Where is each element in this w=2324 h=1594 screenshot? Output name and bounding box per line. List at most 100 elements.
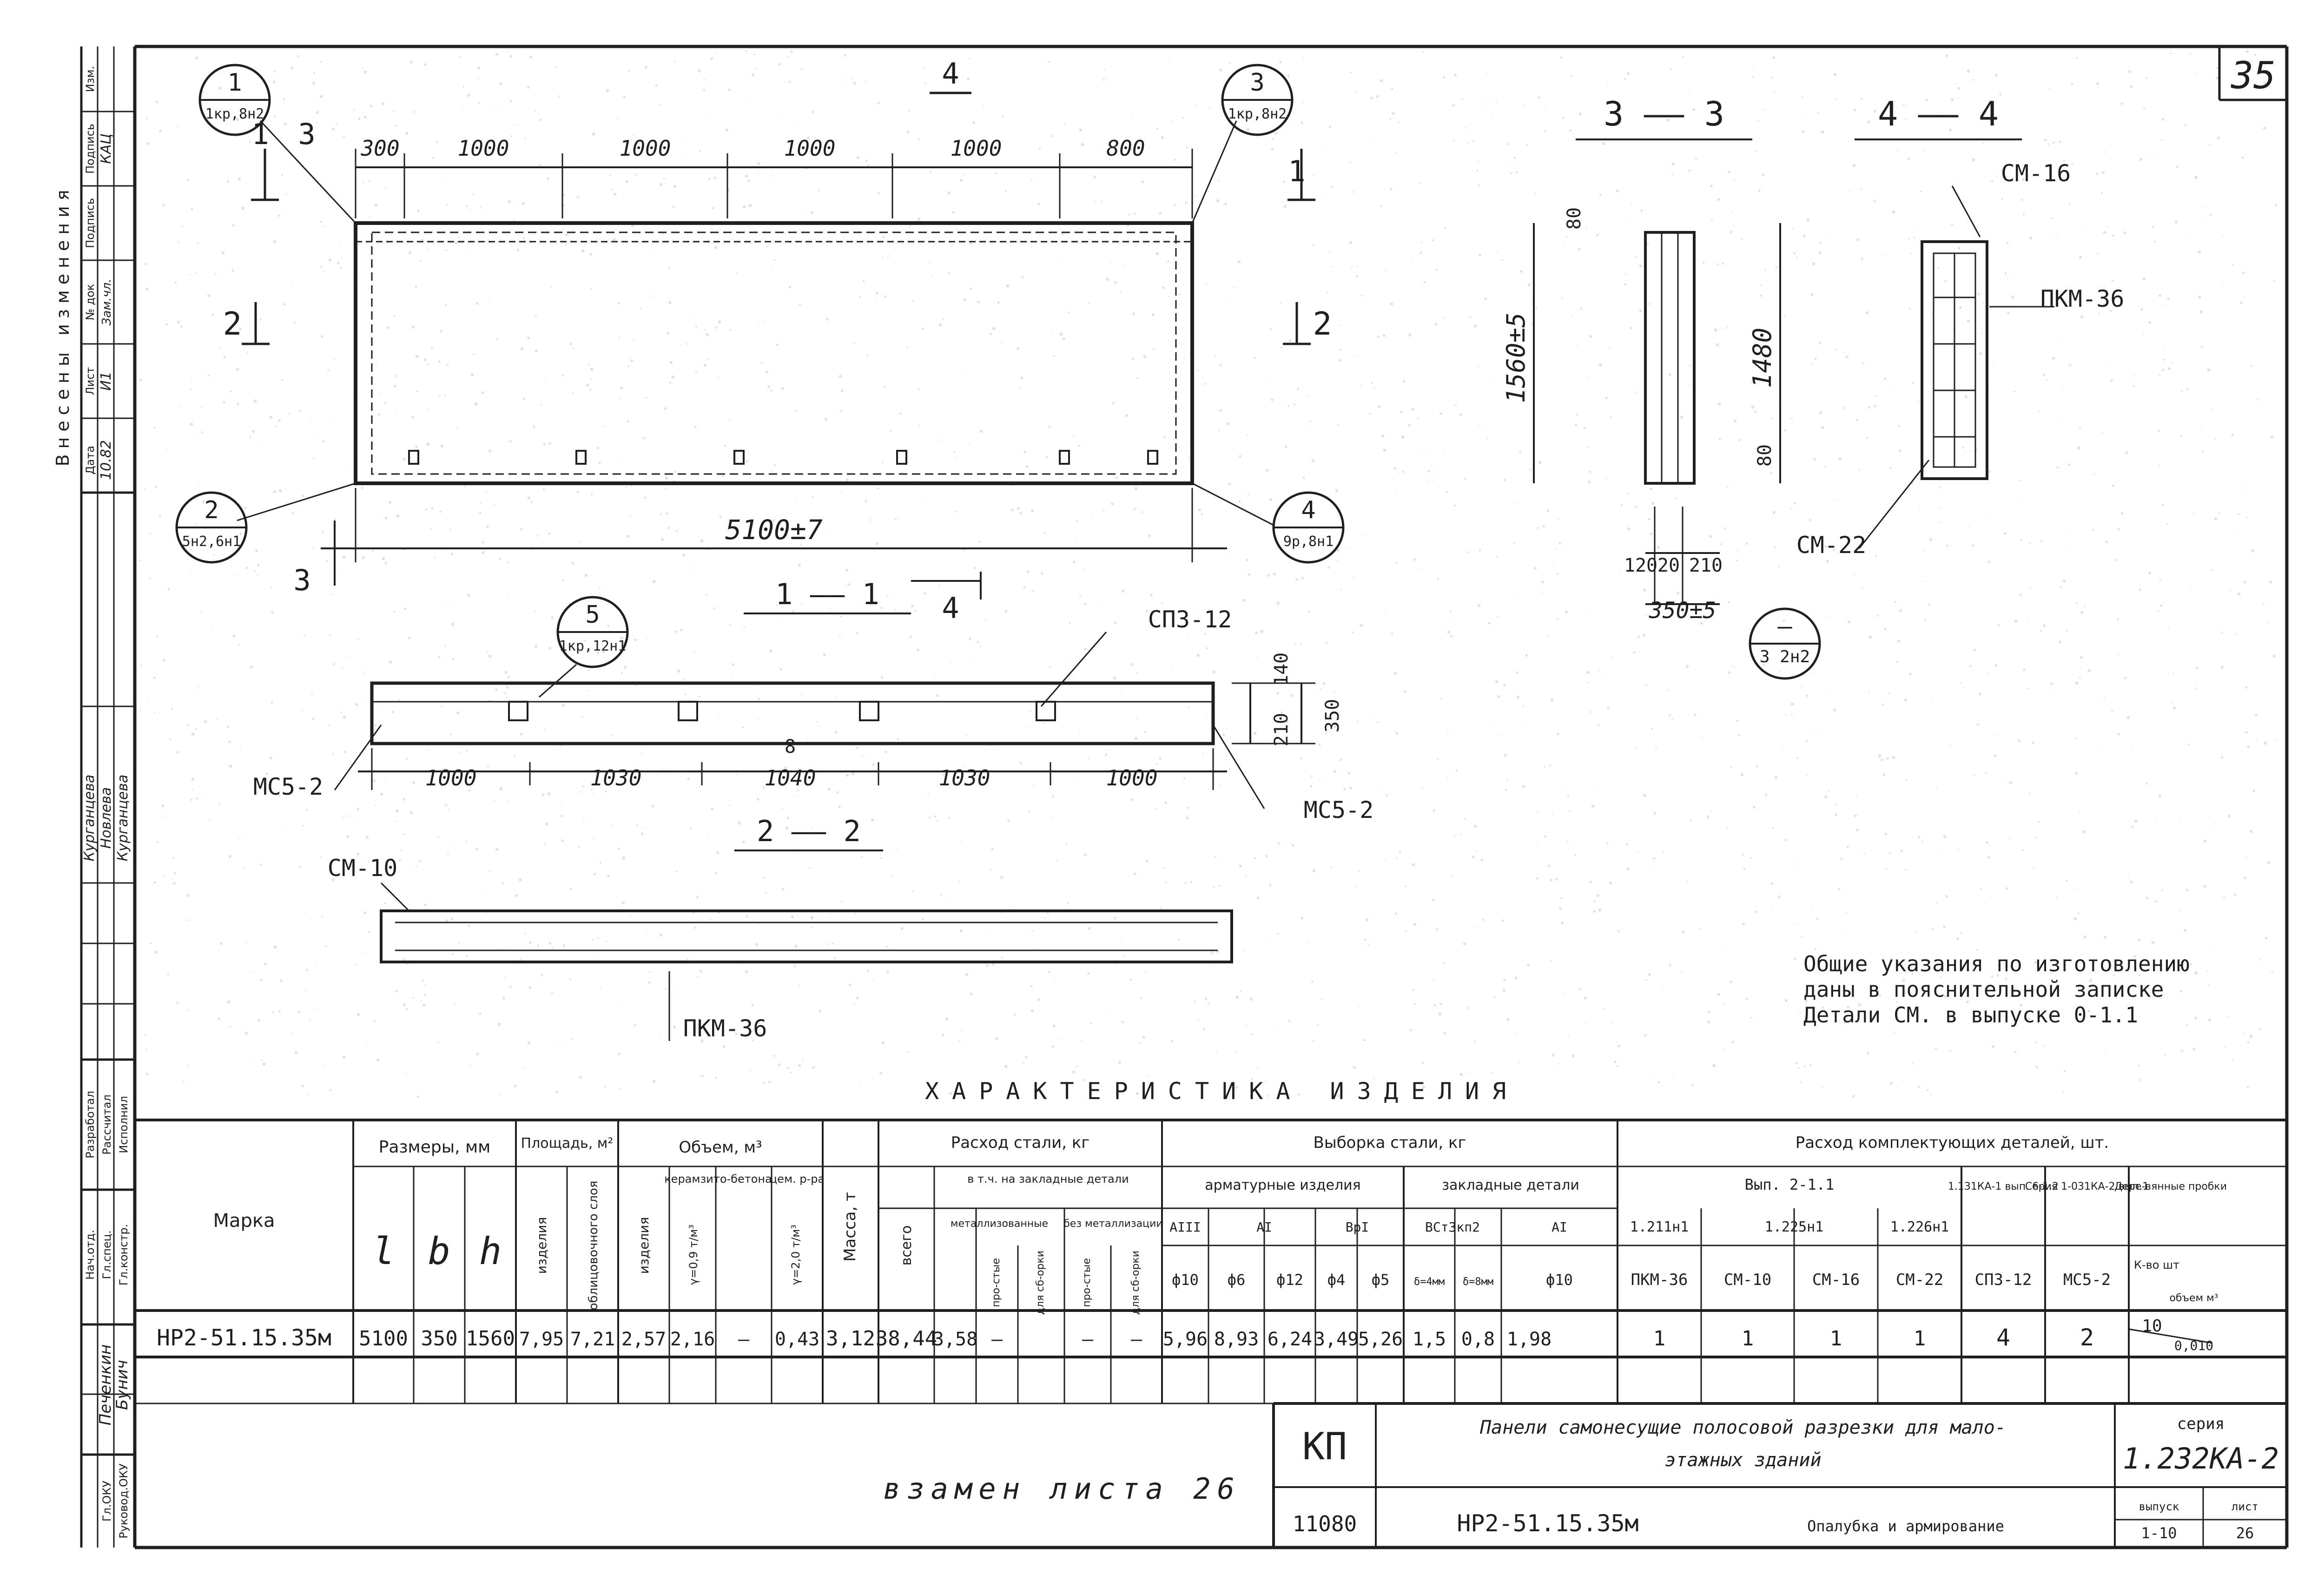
- embedded-part-markers: [408, 450, 1158, 465]
- th-dims: Размеры, мм: [379, 1138, 491, 1157]
- top-dim-4: 1000: [951, 136, 1002, 161]
- label-ms5-2-right: МС5-2: [1304, 797, 1374, 823]
- cell-mark: НР2-51.15.35м: [157, 1325, 331, 1351]
- cut-label-2-right: 2: [1313, 306, 1332, 343]
- cell-area-item: 7,95: [519, 1329, 564, 1350]
- s11-rdim-1: 210: [1271, 713, 1292, 746]
- th-series-2: Серия 1-031КА-2 вып.1: [2025, 1181, 2149, 1192]
- th-steel-embedded: в т.ч. на закладные детали: [967, 1172, 1129, 1186]
- s33-dim-5: 20: [1657, 555, 1680, 576]
- note-line-0: Общие указания по изготовлению: [1803, 951, 2190, 976]
- label-sm-16: СМ-16: [2001, 160, 2071, 187]
- th-vol-gamma-2: γ=2,0 т/м³: [789, 1225, 802, 1285]
- note-line-1: даны в пояснительной записке: [1803, 977, 2164, 1002]
- th-part-6: К-во шт: [2134, 1258, 2179, 1271]
- role-0: Разработал: [84, 1091, 97, 1158]
- s33-callout-num: —: [1777, 613, 1792, 640]
- sheet-label: лист: [2232, 1500, 2258, 1513]
- s11-dim-4: 1000: [1106, 765, 1158, 790]
- th-area-face: облицовочного слоя: [587, 1181, 601, 1311]
- changes-header-0: Дата: [84, 446, 97, 474]
- th-part-3: СМ-22: [1896, 1271, 1943, 1289]
- table-header-text: Марка Размеры, мм l b h Площадь, м² изде…: [213, 1133, 2227, 1315]
- s33-dim-1: 1560±5: [1501, 312, 1531, 403]
- th-mark: Марка: [213, 1210, 275, 1232]
- th-series-3: Дере-вянные пробки: [2114, 1181, 2227, 1192]
- role2-0: Нач.отд.: [84, 1230, 97, 1279]
- th-diam-0: ф10: [1172, 1271, 1199, 1289]
- name-0: Курганцева: [81, 775, 98, 862]
- name2-0: Печенкин: [96, 1344, 115, 1426]
- cell-mass: 3,12: [826, 1327, 875, 1350]
- cell-steel-d1: —: [991, 1329, 1003, 1350]
- role-1: Рассчитал: [100, 1094, 113, 1154]
- table-row: НР2-51.15.35м 5100 350 1560 7,95 7,21 2,…: [157, 1317, 2213, 1353]
- th-dim-b: b: [428, 1230, 450, 1273]
- elevation-callouts: 1 1кр,8н2 3 1кр,8н2 2 5н2,6н1 4 9р,8н1: [175, 64, 1345, 564]
- th-diam-1: ф6: [1228, 1271, 1246, 1289]
- th-part-5: МС5-2: [2063, 1271, 2111, 1289]
- cell-s3: 6,24: [1268, 1329, 1312, 1350]
- callout-ref-2: 5н2,6н1: [182, 534, 241, 550]
- changes-cell-0: 10.82: [98, 440, 114, 480]
- overall-dim: 5100±7: [725, 514, 823, 546]
- callout-num-1: 1: [227, 69, 242, 97]
- th-diam-6: δ=8мм: [1463, 1276, 1493, 1288]
- callout-ref-4: 9р,8н1: [1283, 534, 1334, 550]
- th-sample: Выборка стали, кг: [1314, 1133, 1466, 1152]
- changes-header-2: № док: [84, 284, 97, 320]
- panel-elevation: [237, 92, 1315, 599]
- left-stamp-text: Внесены изменения Дата Лист № док Подпис…: [53, 66, 132, 1539]
- top-dim-3: 1000: [784, 136, 836, 161]
- top-dim-5: 800: [1106, 136, 1145, 161]
- callout-num-2: 2: [204, 496, 218, 524]
- th-class-1: АI: [1256, 1219, 1272, 1235]
- changes-cell-2: Зам.чл.: [100, 279, 114, 326]
- elevation-dimensions: 300 1000 1000 1000 1000 800 5100±7 1 1 3…: [223, 57, 1332, 625]
- cell-steel-d2: —: [1082, 1329, 1094, 1350]
- s33-dim-0: 80: [1564, 207, 1585, 230]
- cell-p1: 1: [1653, 1327, 1666, 1350]
- section-3-3: 3 —— 3 80 1560±5 1480 80 120 20 210 350±…: [1501, 94, 1821, 680]
- th-part-0: ПКМ-36: [1631, 1271, 1688, 1289]
- s11-dim-3: 1030: [939, 765, 990, 790]
- th-vol-cement: цем. р-ра: [770, 1172, 825, 1186]
- label-ms5-2-left: МС5-2: [253, 773, 324, 800]
- cell-p5: 4: [1996, 1324, 2010, 1351]
- cell-area-face: 7,21: [570, 1329, 615, 1350]
- changes-header-4: Подпись: [84, 124, 97, 174]
- cut-label-3-bottom: 3: [293, 563, 310, 597]
- cut-label-4-top: 4: [942, 57, 959, 91]
- th-steel-plain: без металлизации: [1063, 1218, 1162, 1230]
- th-steel: Расход стали, кг: [951, 1133, 1089, 1152]
- th-diam-2: ф12: [1276, 1271, 1303, 1289]
- changes-cell-3: КАЦ: [98, 133, 114, 164]
- footer-1: Руковод.ОКУ: [117, 1463, 130, 1539]
- th-diam-7: ф10: [1546, 1271, 1573, 1289]
- sheet-value: 26: [2236, 1524, 2254, 1542]
- cell-steel-simple: 3,58: [933, 1329, 977, 1350]
- cell-plugs-count: 10: [2142, 1317, 2162, 1336]
- th-vol-item: изделия: [636, 1217, 652, 1274]
- th-diam-3: ф4: [1327, 1271, 1346, 1289]
- scan-texture: [139, 50, 2278, 1098]
- replace-note: взамен листа 26: [883, 1472, 1241, 1506]
- section-4-4: 4 —— 4 СМ-16 ПКМ-36 СМ-22: [1796, 94, 2125, 559]
- th-class-2: ВрI: [1346, 1219, 1369, 1235]
- top-dim-2: 1000: [620, 136, 671, 161]
- role-2: Исполнил: [117, 1096, 130, 1153]
- th-class-0: АIII: [1169, 1219, 1201, 1235]
- th-issue-2: 1.226н1: [1890, 1219, 1949, 1235]
- s33-callout-ref: 3 2н2: [1760, 647, 1810, 666]
- th-volume: Объем, м³: [679, 1138, 762, 1157]
- th-area-item: изделия: [534, 1217, 549, 1274]
- title-block: КП Панели самонесущие полосовой разрезки…: [1272, 1402, 2287, 1548]
- th-parts: Расход комплектующих деталей, шт.: [1796, 1133, 2109, 1152]
- title-mark: НР2-51.15.35м: [1457, 1510, 1638, 1537]
- sheet-frame: [133, 45, 2289, 1549]
- th-diam-5: δ=4мм: [1414, 1276, 1445, 1288]
- cell-p6: 2: [2080, 1324, 2094, 1351]
- s33-dim-6: 210: [1689, 555, 1723, 576]
- callout-ref-3: 1кр,8н2: [1228, 106, 1287, 122]
- section-2-2: 2 —— 2 СМ-10 ПКМ-36: [328, 814, 1233, 1042]
